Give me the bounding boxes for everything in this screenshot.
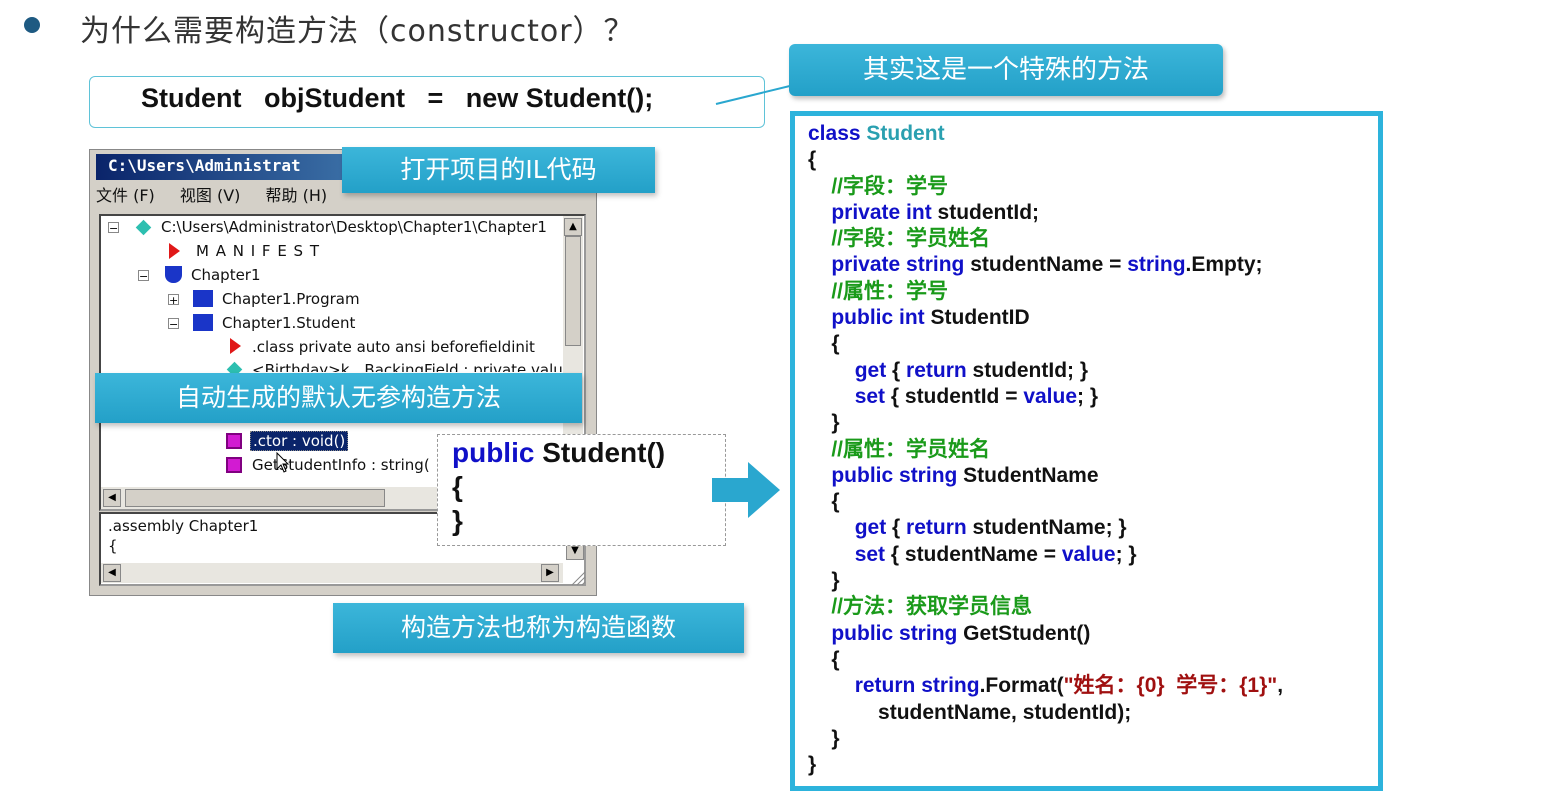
ildasm-titlebar[interactable] (96, 154, 346, 180)
scroll-left-arrow-icon[interactable]: ◀ (103, 564, 121, 582)
ctor-snippet-box (437, 434, 726, 546)
bullet-dot (24, 17, 40, 33)
student-class-code-panel (790, 111, 1383, 791)
tree-item-manifest[interactable]: M A N I F E S T (196, 242, 321, 260)
tree-item-backing-field[interactable]: <Birthday>k__BackingField : private valu (252, 361, 563, 372)
mouse-cursor-icon (276, 452, 290, 473)
menu-view[interactable]: 视图 (V) (179, 186, 241, 205)
ctor-close-brace: } (452, 505, 463, 536)
menu-help[interactable]: 帮助 (H) (265, 186, 328, 205)
callout-special-method: 其实这是一个特殊的方法 (789, 44, 1223, 96)
namespace-shield-icon (165, 266, 182, 283)
scroll-up-arrow-icon[interactable]: ▲ (564, 218, 582, 236)
class-icon (193, 314, 213, 331)
tree-item-getstudentinfo[interactable]: GetStudentInfo : string( (252, 456, 430, 474)
tree-item-student[interactable]: Chapter1.Student (222, 314, 356, 332)
resize-grip-icon[interactable] (568, 568, 586, 586)
collapse-node-icon[interactable]: − (108, 222, 119, 235)
ctor-open-brace: { (452, 471, 463, 502)
callout-open-il: 打开项目的IL代码 (342, 147, 655, 193)
tree-vertical-thumb[interactable] (565, 236, 581, 346)
scroll-left-arrow-icon[interactable]: ◀ (103, 489, 121, 507)
method-icon (226, 457, 242, 473)
tree-horizontal-thumb[interactable] (125, 489, 385, 507)
ctor-name: Student() (542, 437, 666, 468)
tree-item-program[interactable]: Chapter1.Program (222, 290, 360, 308)
expand-node-icon[interactable]: + (168, 294, 179, 307)
statement-code: Student objStudent = new Student(); (141, 83, 654, 113)
il-horizontal-scrollbar[interactable] (101, 563, 563, 583)
statement-box (89, 76, 765, 128)
manifest-red-triangle-icon (169, 243, 180, 259)
method-icon (226, 433, 242, 449)
class-icon (193, 290, 213, 307)
tree-item-namespace[interactable]: Chapter1 (191, 266, 261, 284)
callout-ctor-alias: 构造方法也称为构造函数 (333, 603, 744, 653)
ctor-snippet-code: public Student() { } (452, 436, 665, 538)
collapse-node-icon[interactable]: − (168, 318, 179, 331)
slide-title: 为什么需要构造方法（constructor）？ (80, 14, 635, 49)
ildasm-menubar: 文件 (F) 视图 (V) 帮助 (H) (96, 182, 347, 208)
scroll-right-arrow-icon[interactable]: ▶ (541, 564, 559, 582)
collapse-node-icon[interactable]: − (138, 270, 149, 283)
right-arrow-icon (712, 462, 780, 518)
tree-item-root[interactable]: C:\Users\Administrator\Desktop\Chapter1\… (161, 218, 547, 236)
callout-connector (715, 83, 799, 105)
il-text-content: .assembly Chapter1 { (108, 517, 259, 555)
tree-item-ctor[interactable]: .ctor : void() (250, 431, 349, 451)
callout-auto-default-ctor: 自动生成的默认无参构造方法 (95, 373, 582, 423)
tree-item-class-decl[interactable]: .class private auto ansi beforefieldinit (252, 338, 535, 356)
menu-file[interactable]: 文件 (F) (96, 186, 155, 205)
ildasm-title: C:\Users\Administrat (108, 156, 301, 175)
student-class-code: class Student { //字段：学号 private int stud… (808, 122, 1284, 777)
ctor-keyword: public (452, 437, 535, 468)
class-info-red-triangle-icon (230, 338, 241, 354)
